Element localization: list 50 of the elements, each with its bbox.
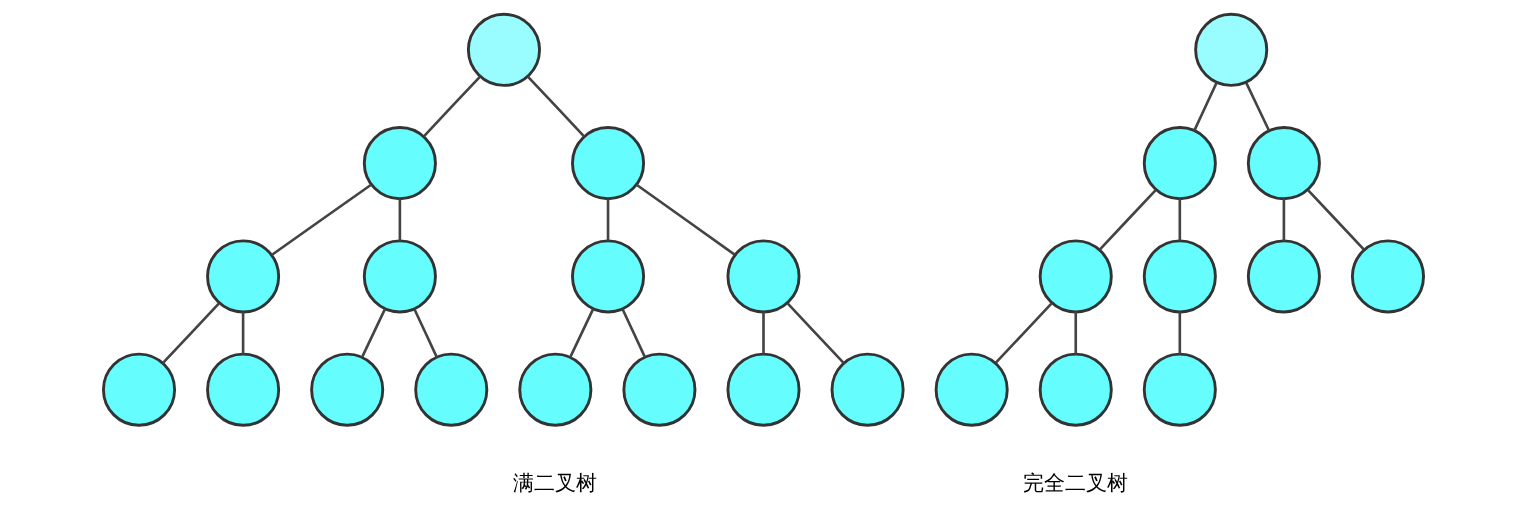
label: 完全二叉树 bbox=[1022, 469, 1128, 495]
connector bbox=[241, 311, 244, 354]
connector bbox=[1306, 188, 1365, 250]
label: 满二叉树 bbox=[512, 469, 597, 495]
connector bbox=[1178, 311, 1181, 354]
connector bbox=[360, 308, 386, 358]
connector bbox=[422, 75, 481, 137]
connector bbox=[620, 308, 646, 357]
node-circle bbox=[1142, 125, 1217, 200]
node-circle bbox=[1246, 238, 1321, 313]
node-circle bbox=[1350, 238, 1425, 313]
node-circle bbox=[205, 238, 280, 313]
connector bbox=[412, 308, 438, 357]
node-circle bbox=[413, 352, 488, 427]
node-circle bbox=[934, 352, 1009, 427]
node-circle bbox=[362, 238, 437, 313]
node-circle bbox=[1038, 352, 1113, 427]
node-circle bbox=[1142, 238, 1217, 313]
node-circle bbox=[725, 238, 801, 313]
node-circle bbox=[309, 352, 384, 427]
connector bbox=[1098, 188, 1157, 250]
connector bbox=[1244, 81, 1270, 131]
connector bbox=[161, 302, 220, 364]
connector bbox=[526, 75, 585, 137]
node-circle bbox=[1193, 12, 1268, 87]
node-circle bbox=[725, 352, 801, 427]
node-circle bbox=[621, 352, 696, 427]
connector bbox=[606, 198, 609, 241]
connector bbox=[568, 308, 594, 358]
connector bbox=[1178, 198, 1181, 241]
node-circle bbox=[570, 238, 645, 313]
node-circle bbox=[362, 125, 437, 200]
connector bbox=[1282, 198, 1285, 241]
connector bbox=[761, 311, 765, 354]
node-circle bbox=[466, 12, 541, 87]
connector bbox=[786, 302, 845, 364]
connector bbox=[1073, 311, 1077, 354]
connector bbox=[398, 198, 401, 241]
connector bbox=[1192, 81, 1218, 131]
node-circle bbox=[1246, 125, 1321, 200]
connector bbox=[994, 302, 1053, 364]
node-circle bbox=[101, 352, 176, 427]
node-circle bbox=[570, 125, 645, 200]
node-circle bbox=[517, 352, 592, 427]
connector bbox=[635, 183, 735, 256]
node-circle bbox=[205, 352, 280, 427]
node-circle bbox=[830, 352, 905, 427]
connector bbox=[270, 183, 372, 256]
node-circle bbox=[1142, 352, 1217, 427]
node-circle bbox=[1038, 238, 1113, 313]
